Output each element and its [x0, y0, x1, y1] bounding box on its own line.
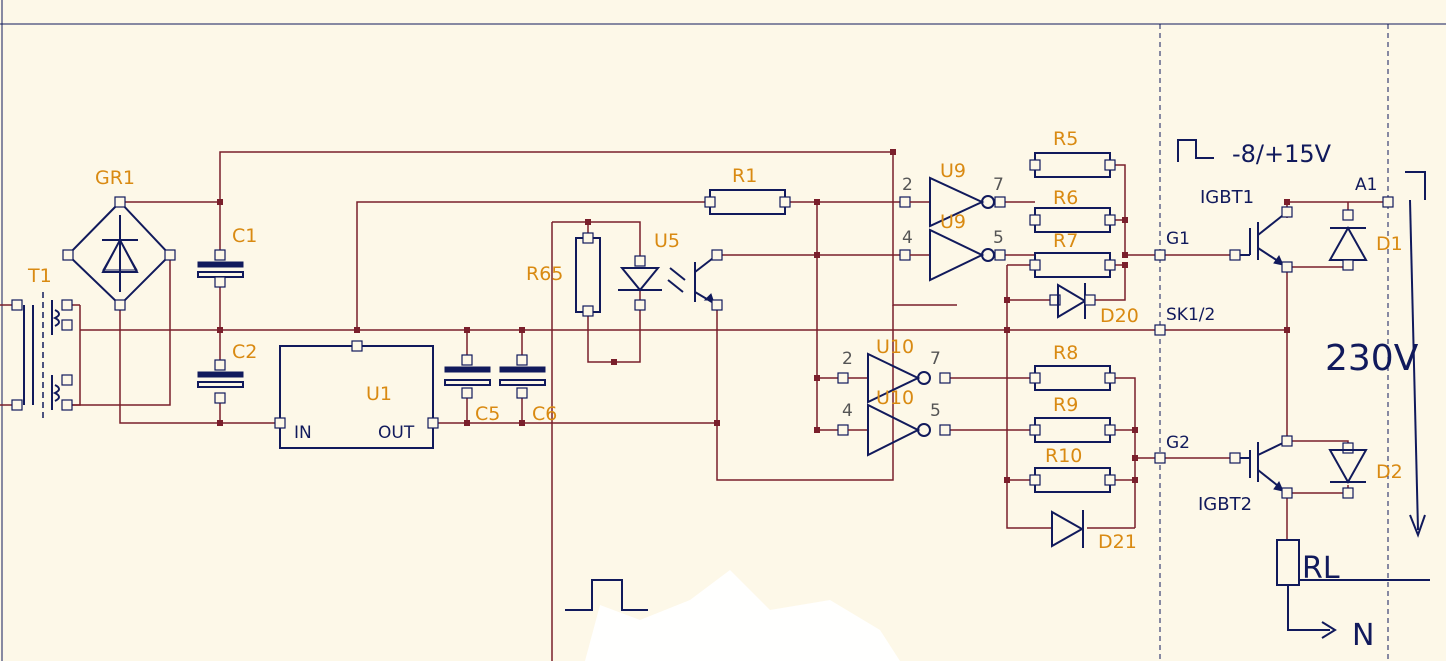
- label-d2: D2: [1376, 461, 1403, 483]
- label-igbt1: IGBT1: [1200, 187, 1254, 208]
- bridge-rectifier-gr1: [62, 196, 176, 311]
- capacitor-c1: [197, 249, 244, 288]
- pin-u10-4: 4: [842, 401, 853, 421]
- igbt2: [1229, 435, 1293, 499]
- net-sk: SK1/2: [1166, 305, 1215, 325]
- label-u10a: U10: [876, 336, 914, 358]
- label-u10b: U10: [876, 387, 914, 409]
- label-u1-in: IN: [294, 423, 312, 443]
- label-r65: R65: [526, 263, 563, 285]
- label-r7: R7: [1053, 230, 1078, 252]
- resistor-r6: [1029, 207, 1116, 233]
- label-r10: R10: [1045, 445, 1082, 467]
- resistor-r7: [1029, 252, 1116, 278]
- capacitor-c6: [499, 354, 546, 399]
- label-u5: U5: [654, 230, 680, 252]
- label-t1: T1: [27, 265, 52, 287]
- resistor-r8: [1029, 365, 1116, 391]
- terminal-sk: [1154, 324, 1166, 336]
- label-d20: D20: [1100, 305, 1139, 327]
- resistor-r9: [1029, 417, 1116, 443]
- resistor-r10: [1029, 467, 1116, 493]
- label-d1: D1: [1376, 233, 1403, 255]
- label-u9b: U9: [940, 211, 966, 233]
- capacitor-c5: [444, 354, 491, 399]
- label-igbt2: IGBT2: [1198, 494, 1252, 515]
- regulator-u1: [274, 340, 439, 449]
- label-c2: C2: [232, 341, 257, 363]
- wires: [65, 151, 1388, 661]
- label-d21: D21: [1098, 531, 1137, 553]
- optocoupler-u5: [667, 249, 723, 311]
- igbt1: [1229, 206, 1293, 273]
- net-g1: G1: [1166, 229, 1190, 249]
- diode-d1: [1328, 209, 1368, 271]
- pin-u10-2: 2: [842, 349, 853, 369]
- note-neutral: N: [1352, 618, 1374, 653]
- label-r6: R6: [1053, 187, 1078, 209]
- label-r9: R9: [1053, 394, 1078, 416]
- junction-dots: [217, 149, 1290, 483]
- terminal-g1: [1154, 249, 1166, 261]
- pin-u10-7: 7: [930, 349, 941, 369]
- note-load: RL: [1302, 551, 1340, 586]
- net-a1: A1: [1355, 175, 1377, 195]
- resistor-r5: [1029, 152, 1116, 178]
- label-u1: U1: [366, 383, 392, 405]
- diode-d21: [1051, 510, 1085, 548]
- label-c5: C5: [475, 403, 500, 425]
- label-r5: R5: [1053, 128, 1078, 150]
- handwritten-annotations: [565, 139, 1430, 661]
- label-u1-out: OUT: [378, 423, 415, 443]
- inverter-u10: [837, 352, 951, 457]
- terminal-g2: [1154, 452, 1166, 464]
- terminal-a1: [1382, 196, 1394, 208]
- label-r1: R1: [732, 165, 757, 187]
- diode-d20: [1049, 283, 1096, 319]
- note-voltage: -8/+15V: [1232, 140, 1332, 168]
- resistor-r65: [575, 232, 601, 317]
- label-r8: R8: [1053, 342, 1078, 364]
- pin-u9-2: 2: [902, 175, 913, 195]
- inverter-u9: [899, 176, 1006, 282]
- capacitor-c2: [197, 359, 244, 404]
- pin-u9-5: 5: [993, 228, 1004, 248]
- pin-u9-4: 4: [902, 228, 913, 248]
- zener-diode: [618, 255, 662, 311]
- diode-d2: [1328, 442, 1368, 499]
- transformer-t1: [0, 292, 73, 420]
- resistor-r1: [704, 189, 791, 215]
- label-gr1: GR1: [95, 167, 135, 189]
- label-c6: C6: [532, 403, 557, 425]
- net-g2: G2: [1166, 433, 1190, 453]
- pin-u9-7: 7: [993, 175, 1004, 195]
- label-c1: C1: [232, 225, 257, 247]
- pin-u10-5: 5: [930, 401, 941, 421]
- label-u9a: U9: [940, 160, 966, 182]
- note-mains: 230V: [1325, 338, 1419, 379]
